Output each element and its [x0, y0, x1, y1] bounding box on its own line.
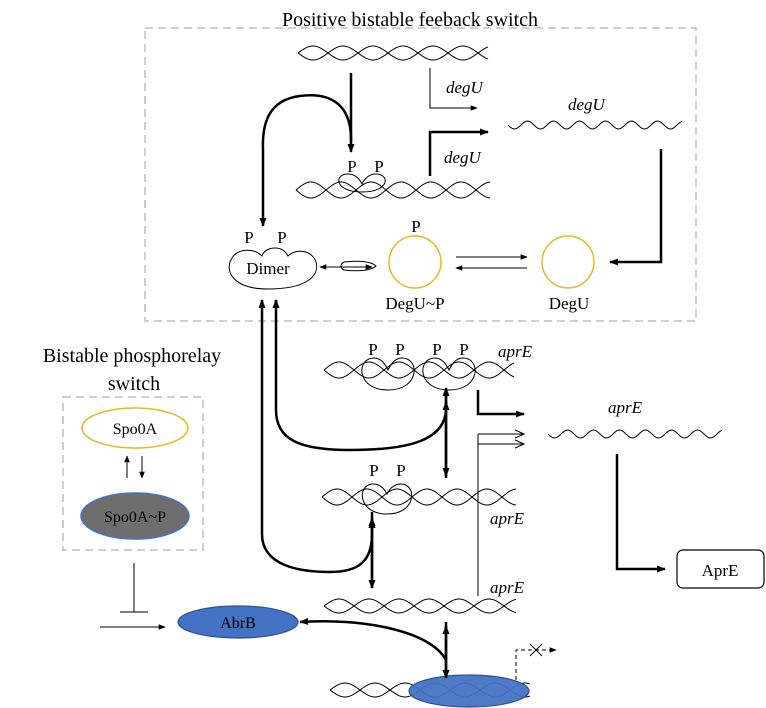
abrb-label: AbrB: [220, 615, 256, 632]
abrb-binding-arrow: [299, 617, 448, 661]
degu-dimer: Dimer P P: [228, 228, 318, 290]
phospho-label: P: [374, 157, 383, 176]
degu-dimer-bound-apre-2: [422, 357, 476, 391]
phospho-label: P: [369, 461, 378, 480]
degu-dimer-bound-apre-mid: [361, 483, 413, 515]
apre-gene-label-mid: aprE: [490, 509, 525, 528]
spo0a-p-inhibits-abrb: [120, 563, 148, 613]
dimer-binding-arrows: [259, 73, 355, 227]
apre-to-protein-arrow: [615, 454, 666, 573]
phospho-label: P: [347, 157, 356, 176]
spo0a-phosphorylation-arrows: [124, 455, 145, 479]
dimer-degu-p-equilibrium: [319, 260, 377, 272]
degu-mrna-label: degU: [568, 95, 607, 114]
degu-transcription-arrows: [428, 68, 489, 176]
phosphorelay-switch-box: [62, 396, 204, 551]
phosphorelay-title-line2: switch: [108, 373, 160, 395]
spo0a-label: Spo0A: [113, 421, 158, 438]
phospho-label: P: [368, 340, 377, 359]
degu-switch-title: Positive bistable feeback switch: [282, 9, 538, 31]
spo0a-p-label: Spo0A~P: [104, 509, 166, 526]
apre-gene-label-top: aprE: [498, 342, 533, 361]
degu-p-circle: [388, 235, 442, 289]
apre-gene-label-low: aprE: [490, 578, 525, 597]
degu-gene-label-lower: degU: [444, 148, 483, 167]
apre-protein-box: [676, 549, 765, 589]
apre-mrna-label: aprE: [608, 398, 643, 417]
dna-helix-apre-top: [323, 361, 515, 379]
degu-p-label: DegU~P: [385, 294, 444, 313]
dna-helix-degu-free: [297, 45, 489, 61]
degu-label: DegU: [549, 294, 590, 313]
degu-dimer-bound-apre-1: [361, 357, 415, 391]
phosphorelay-title-line1: Bistable phosphorelay: [43, 345, 221, 367]
degu-phosphorylation-equilibrium: [455, 254, 528, 271]
phospho-label: P: [395, 340, 404, 359]
phospho-label: P: [244, 228, 253, 247]
degu-to-protein-arrow: [609, 149, 663, 266]
degu-dimer-bound-promoter: [338, 173, 386, 193]
degu-mrna: [507, 120, 683, 130]
dimer-to-apre-arrows: [258, 299, 450, 679]
blocked-transcription-arrow: [515, 643, 557, 680]
spo0a-ellipse: [81, 407, 189, 449]
degu-gene-label-upper: degU: [446, 78, 485, 97]
dna-helix-apre-mid: [321, 488, 517, 506]
phospho-label: P: [396, 461, 405, 480]
phospho-label: P: [277, 228, 286, 247]
degu-circle: [541, 235, 595, 289]
dimer-label: Dimer: [246, 259, 290, 278]
phospho-label: P: [459, 340, 468, 359]
phospho-label: P: [411, 217, 420, 236]
apre-protein-label: AprE: [702, 561, 739, 580]
dna-helix-degu-bound: [295, 181, 491, 199]
abrb-bound-dna: [408, 674, 530, 708]
abrb-ellipse: [177, 605, 299, 639]
phospho-label: P: [432, 340, 441, 359]
dna-helix-apre-low: [323, 598, 517, 614]
degu-switch-box: [144, 27, 697, 322]
apre-transcription-arrows: [476, 390, 525, 596]
apre-mrna: [547, 429, 723, 439]
spo0a-p-ellipse: [80, 492, 190, 540]
